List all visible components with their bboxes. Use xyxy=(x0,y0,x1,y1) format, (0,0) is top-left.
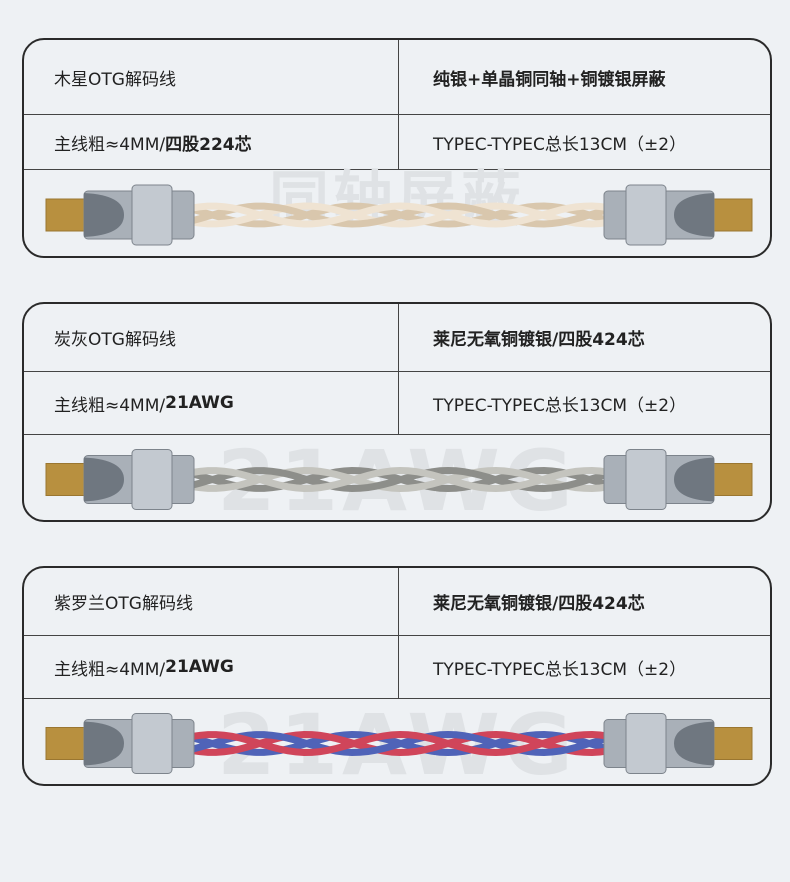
cable-strand xyxy=(180,202,612,228)
left-usb-c-connector xyxy=(45,184,195,246)
cable-illustration xyxy=(45,449,753,510)
core-spec: 四股224芯 xyxy=(165,134,252,155)
product-name: 炭灰OTG解码线 xyxy=(24,304,399,371)
product-card: 木星OTG解码线 纯银+单晶铜同轴+铜镀银屏蔽 主线粗≈4MM/四股224芯 T… xyxy=(22,38,772,258)
thickness-spec: 主线粗≈4MM/21AWG xyxy=(24,636,399,698)
usb-c-plug xyxy=(711,463,753,496)
cable-illustration xyxy=(45,713,753,774)
cable-strand xyxy=(180,202,612,228)
housing-ring xyxy=(625,449,667,510)
product-card: 炭灰OTG解码线 莱尼无氧铜镀银/四股424芯 主线粗≈4MM/21AWG TY… xyxy=(22,302,772,522)
housing-cutout xyxy=(674,193,714,237)
housing-ring xyxy=(625,184,667,246)
usb-c-plug xyxy=(45,727,87,760)
material-spec: 莱尼无氧铜镀银/四股424芯 xyxy=(433,594,645,614)
spec-row-2: 主线粗≈4MM/四股224芯 TYPEC-TYPEC总长13CM（±2） xyxy=(24,115,770,170)
housing-ring xyxy=(131,184,173,246)
cable-strand xyxy=(180,202,612,228)
core-spec: 21AWG xyxy=(165,657,234,677)
product-card: 紫罗兰OTG解码线 莱尼无氧铜镀银/四股424芯 主线粗≈4MM/21AWG T… xyxy=(22,566,772,786)
cable-strand xyxy=(180,466,612,493)
thickness-text: 主线粗≈4MM/ xyxy=(54,659,166,680)
product-name: 紫罗兰OTG解码线 xyxy=(24,568,399,635)
product-name: 木星OTG解码线 xyxy=(24,40,399,114)
right-usb-c-connector xyxy=(603,713,753,774)
right-usb-c-connector xyxy=(603,184,753,246)
cable-strand xyxy=(180,730,612,757)
spec-row-2: 主线粗≈4MM/21AWG TYPEC-TYPEC总长13CM（±2） xyxy=(24,636,770,699)
length-spec: TYPEC-TYPEC总长13CM（±2） xyxy=(433,134,687,155)
housing-cutout xyxy=(674,457,714,502)
spec-row-2: 主线粗≈4MM/21AWG TYPEC-TYPEC总长13CM（±2） xyxy=(24,372,770,435)
usb-c-plug xyxy=(45,463,87,496)
spec-row-1: 木星OTG解码线 纯银+单晶铜同轴+铜镀银屏蔽 xyxy=(24,40,770,115)
cable-illustration xyxy=(45,184,753,246)
spec-row-1: 炭灰OTG解码线 莱尼无氧铜镀银/四股424芯 xyxy=(24,304,770,372)
material-spec: 纯银+单晶铜同轴+铜镀银屏蔽 xyxy=(433,69,666,90)
housing-ring xyxy=(625,713,667,774)
left-usb-c-connector xyxy=(45,449,195,510)
thickness-spec: 主线粗≈4MM/四股224芯 xyxy=(24,115,399,169)
left-usb-c-connector xyxy=(45,713,195,774)
cable-strand xyxy=(180,730,612,757)
core-spec: 21AWG xyxy=(165,393,234,413)
cable-image: 21AWG xyxy=(24,699,770,784)
right-usb-c-connector xyxy=(603,449,753,510)
cable-image: 21AWG xyxy=(24,435,770,520)
usb-c-plug xyxy=(711,727,753,760)
length-spec: TYPEC-TYPEC总长13CM（±2） xyxy=(433,659,687,680)
cable-strand xyxy=(180,730,612,757)
length-spec: TYPEC-TYPEC总长13CM（±2） xyxy=(433,395,687,416)
thickness-text: 主线粗≈4MM/ xyxy=(54,134,166,155)
housing-ring xyxy=(131,713,173,774)
cable-strand xyxy=(180,466,612,493)
housing-cutout xyxy=(674,721,714,766)
cable-strand xyxy=(180,466,612,493)
cable-image: 同轴屏蔽 xyxy=(24,170,770,256)
thickness-text: 主线粗≈4MM/ xyxy=(54,395,166,416)
thickness-spec: 主线粗≈4MM/21AWG xyxy=(24,372,399,434)
cable-strand xyxy=(180,202,612,228)
usb-c-plug xyxy=(711,198,753,232)
material-spec: 莱尼无氧铜镀银/四股424芯 xyxy=(433,330,645,350)
housing-cutout xyxy=(84,193,124,237)
housing-ring xyxy=(131,449,173,510)
usb-c-plug xyxy=(45,198,87,232)
spec-row-1: 紫罗兰OTG解码线 莱尼无氧铜镀银/四股424芯 xyxy=(24,568,770,636)
housing-cutout xyxy=(84,721,124,766)
cable-strand xyxy=(180,730,612,757)
cable-strand xyxy=(180,466,612,493)
housing-cutout xyxy=(84,457,124,502)
